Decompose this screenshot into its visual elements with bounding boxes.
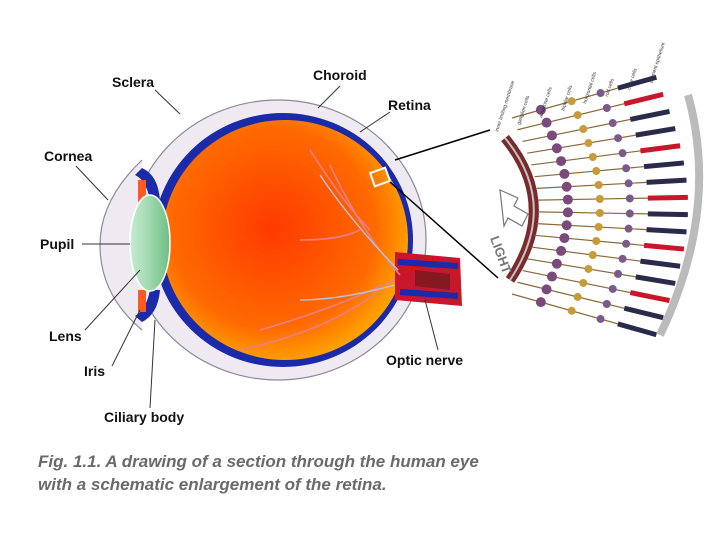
label-sclera: Sclera [112,74,155,90]
cell-body [618,149,627,158]
rod-cell [640,258,681,269]
figure-caption-line-1: Fig. 1.1. A drawing of a section through… [38,452,479,471]
cell-body [608,284,617,293]
inset-layer-label: horizontal cells [582,71,598,105]
rod-cell [617,321,658,338]
cone-cell [643,242,685,252]
cell-body [551,258,562,269]
cell-body [559,233,570,244]
label-lens: Lens [49,328,82,344]
cell-body [559,168,570,179]
rod-cell [643,160,685,170]
cell-body [573,111,582,120]
cell-body [541,117,552,128]
label-retina: Retina [388,97,431,113]
cell-body [592,237,601,246]
inset-layer-label: inner limiting membrane [494,80,516,133]
cell-body [556,245,567,256]
lens [129,194,171,292]
label-ciliary-body: Ciliary body [104,409,185,425]
inset-layer-label: ganglion cells [516,94,531,125]
retinal-vessels [239,149,401,351]
rod-cell [646,227,687,235]
cell-body [624,224,633,233]
retina-inset-light-label: LIGHT [487,234,514,276]
cone-cell [647,194,688,201]
cone-cell [640,143,681,154]
rod-cell [646,177,687,185]
optic-nerve [395,252,462,306]
rod-cell [635,274,676,286]
cell-body [535,104,546,115]
label-pointers [75,85,439,409]
cell-body [588,152,597,161]
cell-body [562,194,573,205]
label-optic-nerve: Optic nerve [386,352,464,368]
cell-body [573,292,582,301]
cell-body [602,299,611,308]
label-choroid: Choroid [313,67,367,83]
inset-layer-label: pigment epithelium [648,42,667,84]
rod-cell [647,211,688,218]
iris [135,168,160,322]
rod-cell [629,108,671,122]
rod-cell [635,126,676,138]
cell-body [584,139,593,148]
label-pupil: Pupil [40,236,75,252]
cone-cell [629,290,671,304]
cell-body [602,104,611,113]
retina-cell-layers [511,74,688,338]
cell-body [561,181,572,192]
cell-body [567,97,576,106]
inset-layer-label: rod cells [604,78,616,98]
cell-body [614,269,623,278]
cell-body [546,271,557,282]
cell-body [624,179,633,188]
cell-body [584,264,593,273]
rod-cell [617,74,658,91]
cell-body [546,130,557,141]
retinal-vessels-light [299,174,399,301]
cell-body [562,207,573,218]
cell-body [625,194,634,203]
cell-body [551,143,562,154]
cell-body [622,239,631,248]
cell-body [596,314,605,323]
cell-body [595,209,604,218]
cone-cell [623,91,664,107]
cell-body [592,166,601,175]
cell-body [535,297,546,308]
cell-body [579,125,588,134]
retina-sample-box [368,166,392,188]
cell-body [556,156,567,167]
cell-body [596,89,605,98]
cell-body [625,209,634,218]
rod-cell [623,305,664,321]
cell-body [541,284,552,295]
cell-body [622,164,631,173]
label-cornea: Cornea [44,148,93,164]
cell-body [567,306,576,315]
inset-layer-label: amacrine cells [538,86,554,119]
cell-body [594,223,603,232]
cell-body [614,134,623,143]
cell-body [594,180,603,189]
cell-body [561,220,572,231]
cell-body [588,251,597,260]
figure-caption-line-2: with a schematic enlargement of the reti… [38,475,387,494]
cell-body [618,254,627,263]
cell-body [595,194,604,203]
inset-layer-label: cone cells [626,67,639,90]
cell-body [579,278,588,287]
label-iris: Iris [84,363,106,379]
cell-body [608,119,617,128]
